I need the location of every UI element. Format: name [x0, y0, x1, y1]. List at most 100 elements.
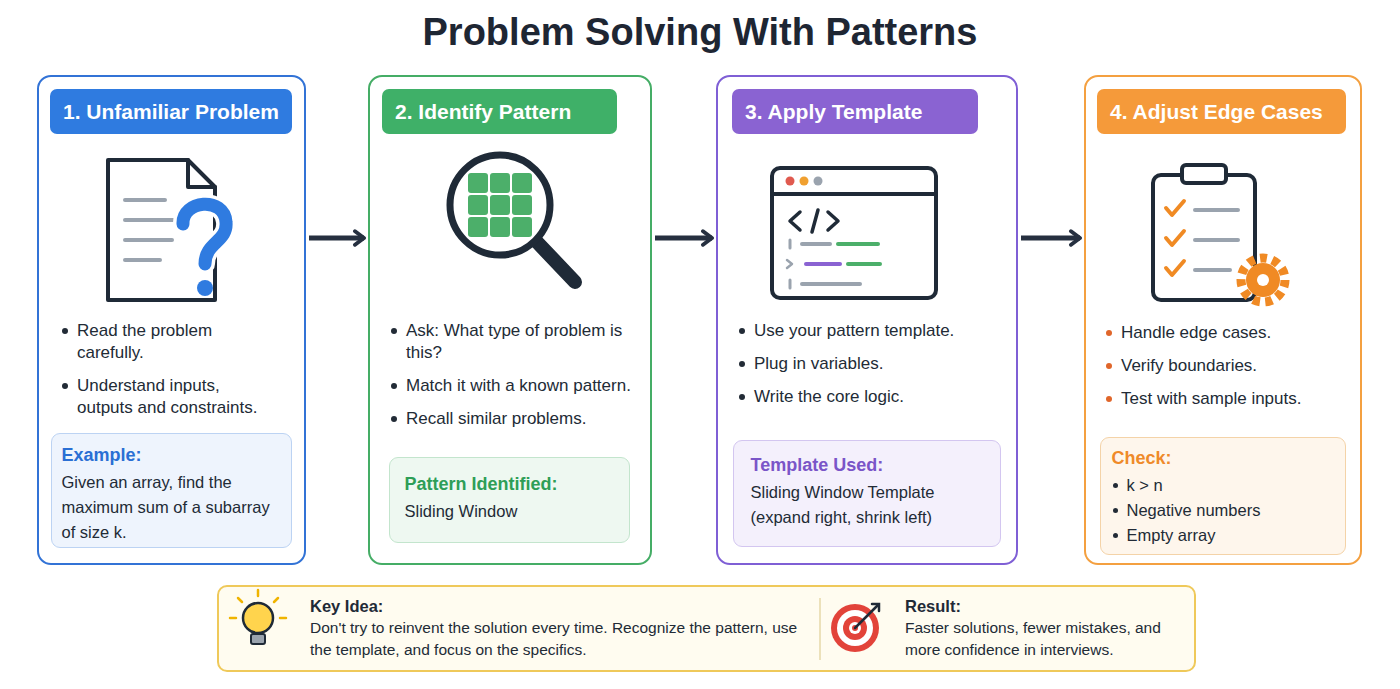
lightbulb-icon-part — [274, 598, 278, 602]
code-window-icon-part — [772, 168, 936, 298]
clipboard-icon-part — [1195, 208, 1238, 212]
step-card: 3. Apply TemplateTemplate Used: Sliding W… — [716, 75, 1018, 565]
summary-text: Faster solutions, fewer mistakes, and mo… — [905, 617, 1177, 661]
magnifier-icon-part — [537, 242, 575, 282]
document-icon-part — [183, 204, 226, 264]
document-icon-part — [188, 160, 215, 187]
code-window-icon-part — [806, 262, 840, 266]
step-title: 2. Identify Pattern — [395, 99, 571, 125]
lightbulb-icon-part — [257, 590, 260, 596]
magnifier-icon-part — [512, 217, 532, 237]
band-divider — [819, 598, 821, 660]
document-icon-part — [183, 204, 226, 264]
clipboard-icon-part — [1153, 175, 1255, 300]
flow-arrow — [655, 236, 712, 241]
lightbulb-icon-part — [251, 634, 265, 644]
magnifier-icon-part — [512, 195, 532, 215]
code-window-icon-part — [814, 177, 823, 186]
page-title: Problem Solving With Patterns — [0, 9, 1400, 55]
bullet-text: Recall similar problems. — [390, 408, 637, 430]
magnifier-icon-part — [490, 217, 510, 237]
summary-band: Key Idea:Don't try to reinvent the solut… — [217, 585, 1196, 672]
example-box: Example: Given an array, find the maximum… — [51, 433, 292, 548]
step-header: 1. Unfamiliar Problem — [50, 89, 292, 134]
clipboard-icon-part — [1257, 274, 1269, 286]
clipboard-icon-part — [1166, 231, 1184, 245]
check-item: Negative numbers — [1112, 498, 1337, 523]
template-box: Template Used: Sliding Window Template (e… — [733, 440, 1001, 547]
bullet-text: Understand inputs, outputs and constrain… — [61, 375, 263, 419]
lightbulb-icon-part — [280, 617, 286, 620]
summary-text: Don't try to reinvent the solution every… — [310, 617, 815, 661]
bullet-text: Write the core logic. — [738, 386, 1000, 408]
step-header: 3. Apply Template — [732, 89, 978, 134]
clipboard-icon-part — [1166, 261, 1184, 275]
target-icon-part — [831, 604, 879, 652]
box-text: Sliding Window — [405, 499, 620, 524]
code-window-icon-part — [848, 262, 880, 266]
bullet-text: Use your pattern template. — [738, 320, 1000, 342]
bullet-text: Match it with a known pattern. — [390, 375, 637, 397]
target-icon-part — [849, 622, 861, 634]
target-icon-part — [872, 604, 879, 611]
check-item: k > n — [1112, 473, 1337, 498]
step-title: 1. Unfamiliar Problem — [63, 99, 279, 125]
target-icon-part — [852, 625, 858, 631]
check-box: Check:k > nNegative numbersEmpty array — [1100, 437, 1346, 555]
document-icon-part — [108, 160, 215, 300]
document-icon-part — [125, 218, 182, 222]
target-icon-part — [843, 616, 867, 640]
code-window-icon-part — [828, 212, 838, 230]
magnifier-icon — [450, 155, 575, 282]
code-window-icon-part — [789, 280, 792, 288]
magnifier-icon-part — [468, 217, 488, 237]
target-icon-part — [855, 605, 878, 628]
clipboard-icon-part — [1195, 238, 1238, 242]
clipboard-icon-part — [1166, 201, 1184, 215]
code-window-icon-part — [789, 240, 792, 248]
code-window-icon-part — [802, 282, 860, 286]
box-heading: Example: — [62, 443, 284, 467]
step-card: 4. Adjust Edge CasesCheck: k > nNegative … — [1084, 75, 1362, 565]
bullet-text: Read the problem carefully. — [61, 320, 263, 364]
code-window-icon-part — [802, 242, 830, 246]
clipboard-icon-part — [1182, 165, 1226, 183]
step-header: 4. Adjust Edge Cases — [1097, 89, 1346, 134]
step-title: 3. Apply Template — [745, 99, 922, 125]
step-header: 2. Identify Pattern — [382, 89, 617, 134]
box-text: Sliding Window Template (expand right, s… — [751, 480, 986, 530]
code-window-icon — [772, 168, 936, 298]
document-icon-part — [125, 258, 160, 262]
bullet-text: Ask: What type of problem is this? — [390, 320, 637, 364]
box-text: Given an array, find the maximum sum of … — [62, 470, 284, 545]
bullet-text: Handle edge cases. — [1105, 322, 1350, 344]
clipboard-icon-part — [1241, 258, 1285, 302]
box-heading: Pattern Identified: — [405, 472, 620, 496]
document-icon-part — [197, 280, 213, 296]
clipboard-icon-part — [1246, 263, 1280, 297]
code-window-icon-part — [772, 192, 936, 196]
box-heading: Template Used: — [751, 453, 986, 477]
magnifier-icon-part — [512, 173, 532, 193]
code-window-icon-part — [790, 212, 800, 230]
magnifier-icon-part — [490, 195, 510, 215]
magnifier-icon-part — [468, 173, 488, 193]
summary-heading: Result: — [905, 595, 1177, 617]
lightbulb-icon-part — [243, 603, 273, 633]
flow-arrow — [1021, 236, 1080, 241]
step-card: 1. Unfamiliar ProblemExample: Given an ar… — [37, 75, 306, 565]
pattern-box: Pattern Identified: Sliding Window — [389, 457, 630, 543]
document-icon-part — [125, 238, 172, 242]
box-heading: Check: — [1112, 446, 1337, 470]
summary-heading: Key Idea: — [310, 595, 815, 617]
bullet-text: Verify boundaries. — [1105, 355, 1350, 377]
flow-arrow — [309, 236, 364, 241]
clipboard-icon-part — [1195, 268, 1230, 272]
target-icon — [831, 604, 879, 652]
magnifier-icon-part — [490, 173, 510, 193]
code-window-icon-part — [786, 177, 795, 186]
code-window-icon-part — [800, 177, 809, 186]
bullet-text: Plug in variables. — [738, 353, 1000, 375]
code-window-icon-part — [838, 242, 878, 246]
